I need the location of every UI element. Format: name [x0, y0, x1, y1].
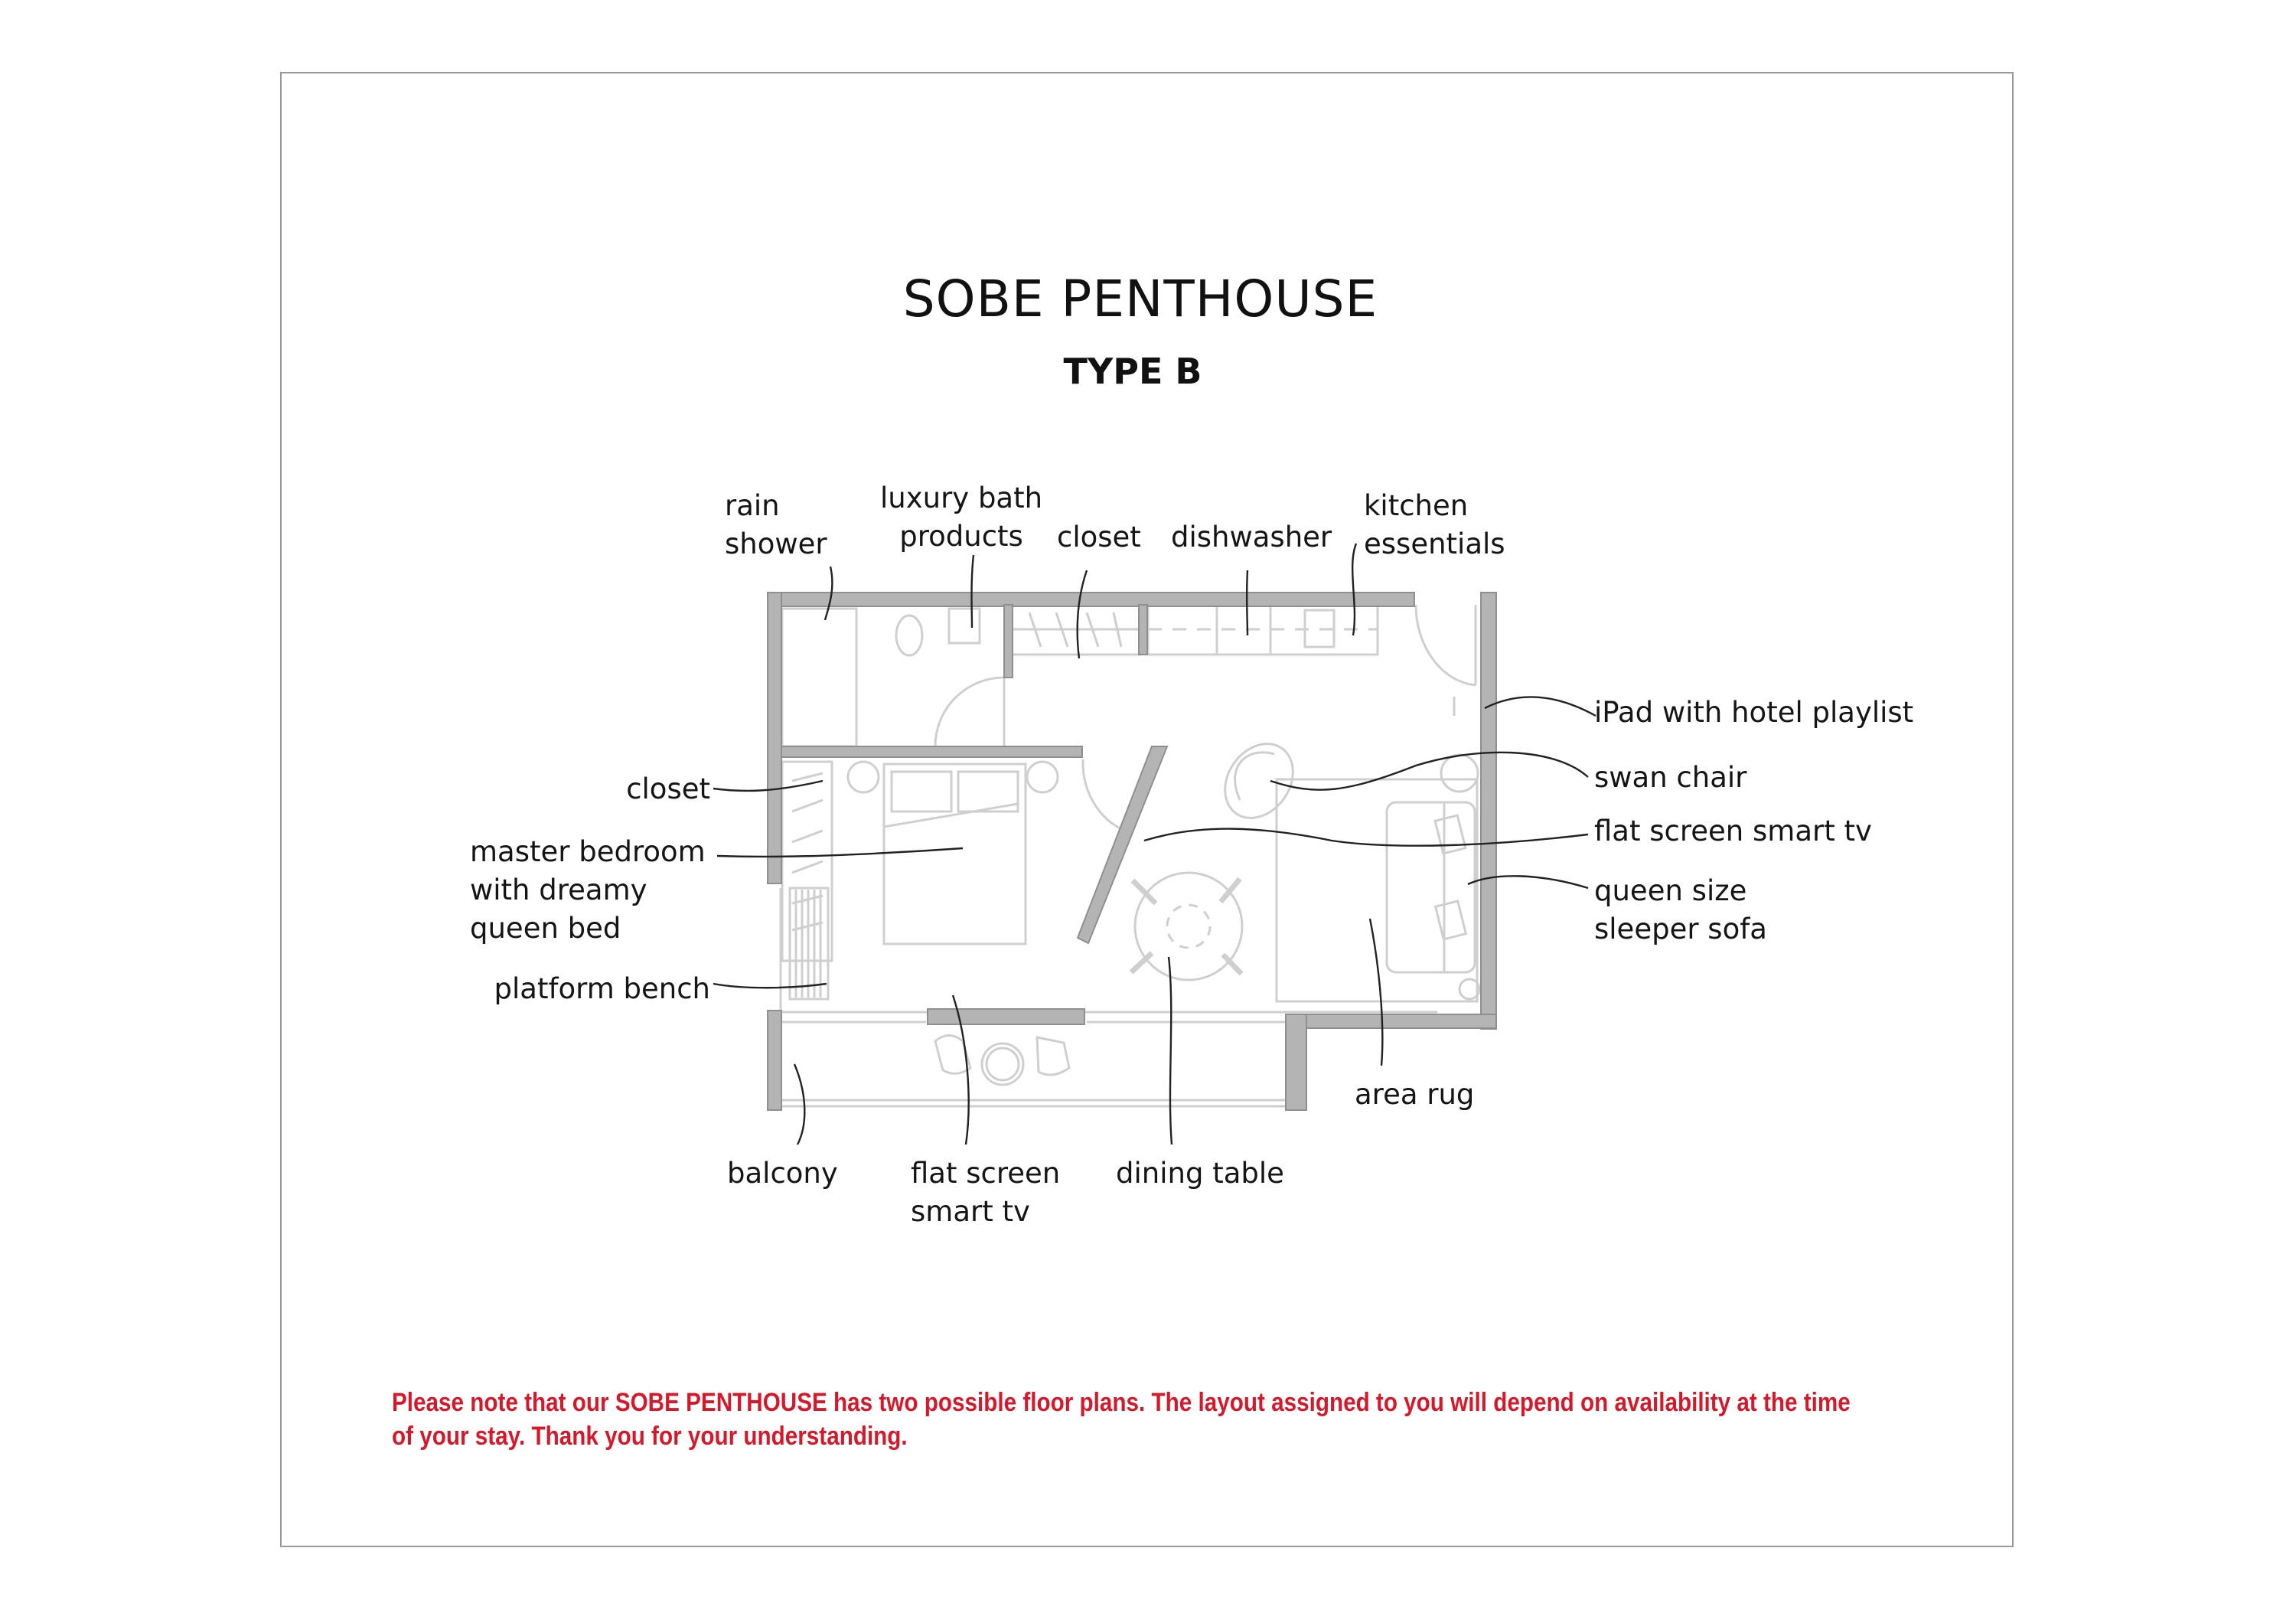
area-rug-icon — [1275, 778, 1479, 1003]
leader-kitchen — [1351, 543, 1358, 636]
wall-bath-bedroom — [781, 746, 1083, 758]
label-dishwasher: dishwasher — [1171, 521, 1332, 554]
rain-shower-icon — [781, 607, 858, 748]
label-closet-top: closet — [1057, 521, 1141, 554]
kitchen-sink-icon — [1303, 609, 1336, 648]
note-line-1: Please note that our SOBE PENTHOUSE has … — [392, 1388, 1851, 1417]
sink-icon — [947, 607, 981, 645]
label-swan-chair: swan chair — [1594, 761, 1747, 794]
label-line: luxury bath — [880, 482, 1043, 514]
label-line: kitchen — [1364, 489, 1469, 522]
label-line: with dreamy — [470, 874, 647, 906]
wall-balcony-left — [767, 1010, 782, 1111]
leader-lines-layer — [713, 543, 1596, 1145]
balcony-chair-icon — [1035, 1036, 1071, 1076]
label-line: queen size — [1594, 874, 1747, 907]
leader-rain-shower — [823, 566, 833, 621]
leader-area-rug — [1368, 918, 1384, 1066]
label-sleeper-sofa: queen size sleeper sofa — [1594, 872, 1767, 949]
balcony-table-icon — [980, 1042, 1025, 1086]
dining-table-icon — [1133, 871, 1244, 981]
toilet-icon — [895, 614, 924, 657]
page-subtitle: TYPE B — [0, 351, 2296, 392]
wall-bath-right — [1003, 604, 1013, 678]
leader-tv-right — [1143, 828, 1589, 847]
page-frame — [280, 72, 2014, 1547]
leader-swan-chair — [1270, 751, 1589, 791]
wall-bottom-right — [1285, 1014, 1497, 1029]
nightstand-lamp-icon — [1026, 760, 1059, 794]
label-line: sleeper sofa — [1594, 913, 1767, 945]
nightstand-lamp-icon — [846, 760, 880, 794]
walls-layer — [767, 592, 1497, 1111]
leader-balcony — [793, 1063, 806, 1145]
sleeper-sofa-icon — [1385, 801, 1476, 974]
label-balcony: balcony — [727, 1157, 838, 1190]
label-master-bedroom: master bedroom with dreamy queen bed — [470, 833, 706, 948]
platform-bench-icon — [788, 887, 830, 1001]
label-area-rug: area rug — [1355, 1078, 1475, 1111]
leader-bath-products — [970, 554, 975, 629]
label-rain-shower: rain shower — [725, 487, 827, 563]
label-flat-screen-right: flat screen smart tv — [1594, 815, 1872, 847]
label-line: essentials — [1364, 527, 1505, 560]
wall-top — [767, 592, 1415, 607]
leader-sleeper-sofa — [1467, 875, 1589, 890]
availability-note: Please note that our SOBE PENTHOUSE has … — [392, 1386, 1968, 1453]
label-ipad: iPad with hotel playlist — [1594, 696, 1914, 729]
wall-slanted — [1076, 746, 1169, 945]
swan-chair-icon — [1224, 743, 1294, 819]
page-title: SOBE PENTHOUSE — [0, 269, 2296, 328]
label-line: products — [899, 520, 1023, 553]
entry-door-swing-icon — [1414, 604, 1476, 687]
wall-left — [767, 592, 782, 884]
side-table-icon — [1440, 753, 1479, 793]
bedroom-door-swing-icon — [1081, 759, 1126, 832]
wall-bottom-tv — [927, 1008, 1085, 1025]
balcony-chair-icon — [934, 1034, 972, 1075]
label-kitchen-essentials: kitchen essentials — [1364, 487, 1505, 563]
label-platform-bench: platform bench — [494, 972, 710, 1005]
wall-right — [1480, 592, 1497, 1030]
label-line: shower — [725, 527, 827, 560]
subtitle-text: TYPE B — [1063, 351, 1202, 392]
label-line: master bedroom — [470, 835, 706, 868]
bath-door-swing-icon — [934, 676, 1005, 747]
leader-dining-table — [1167, 956, 1173, 1145]
leader-closet-left — [713, 779, 823, 792]
leader-master-bedroom — [716, 847, 964, 858]
label-dining-table: dining table — [1116, 1157, 1284, 1190]
label-closet-left: closet — [626, 772, 710, 805]
label-luxury-bath-products: luxury bath products — [880, 479, 1042, 556]
label-flat-screen-bottom: flat screen smart tv — [911, 1154, 1060, 1231]
queen-bed-icon — [882, 763, 1027, 945]
label-line: flat screen — [911, 1157, 1061, 1190]
label-line: rain — [725, 489, 780, 522]
note-line-2: of your stay. Thank you for your underst… — [392, 1422, 908, 1451]
label-line: smart tv — [911, 1195, 1030, 1228]
leader-ipad — [1484, 696, 1596, 717]
furniture-layer — [779, 603, 1481, 1108]
leader-tv-bottom — [951, 994, 970, 1145]
leader-platform-bench — [713, 982, 827, 989]
label-line: queen bed — [470, 912, 621, 945]
title-text: SOBE PENTHOUSE — [902, 269, 1378, 328]
leader-closet-top — [1076, 570, 1088, 659]
